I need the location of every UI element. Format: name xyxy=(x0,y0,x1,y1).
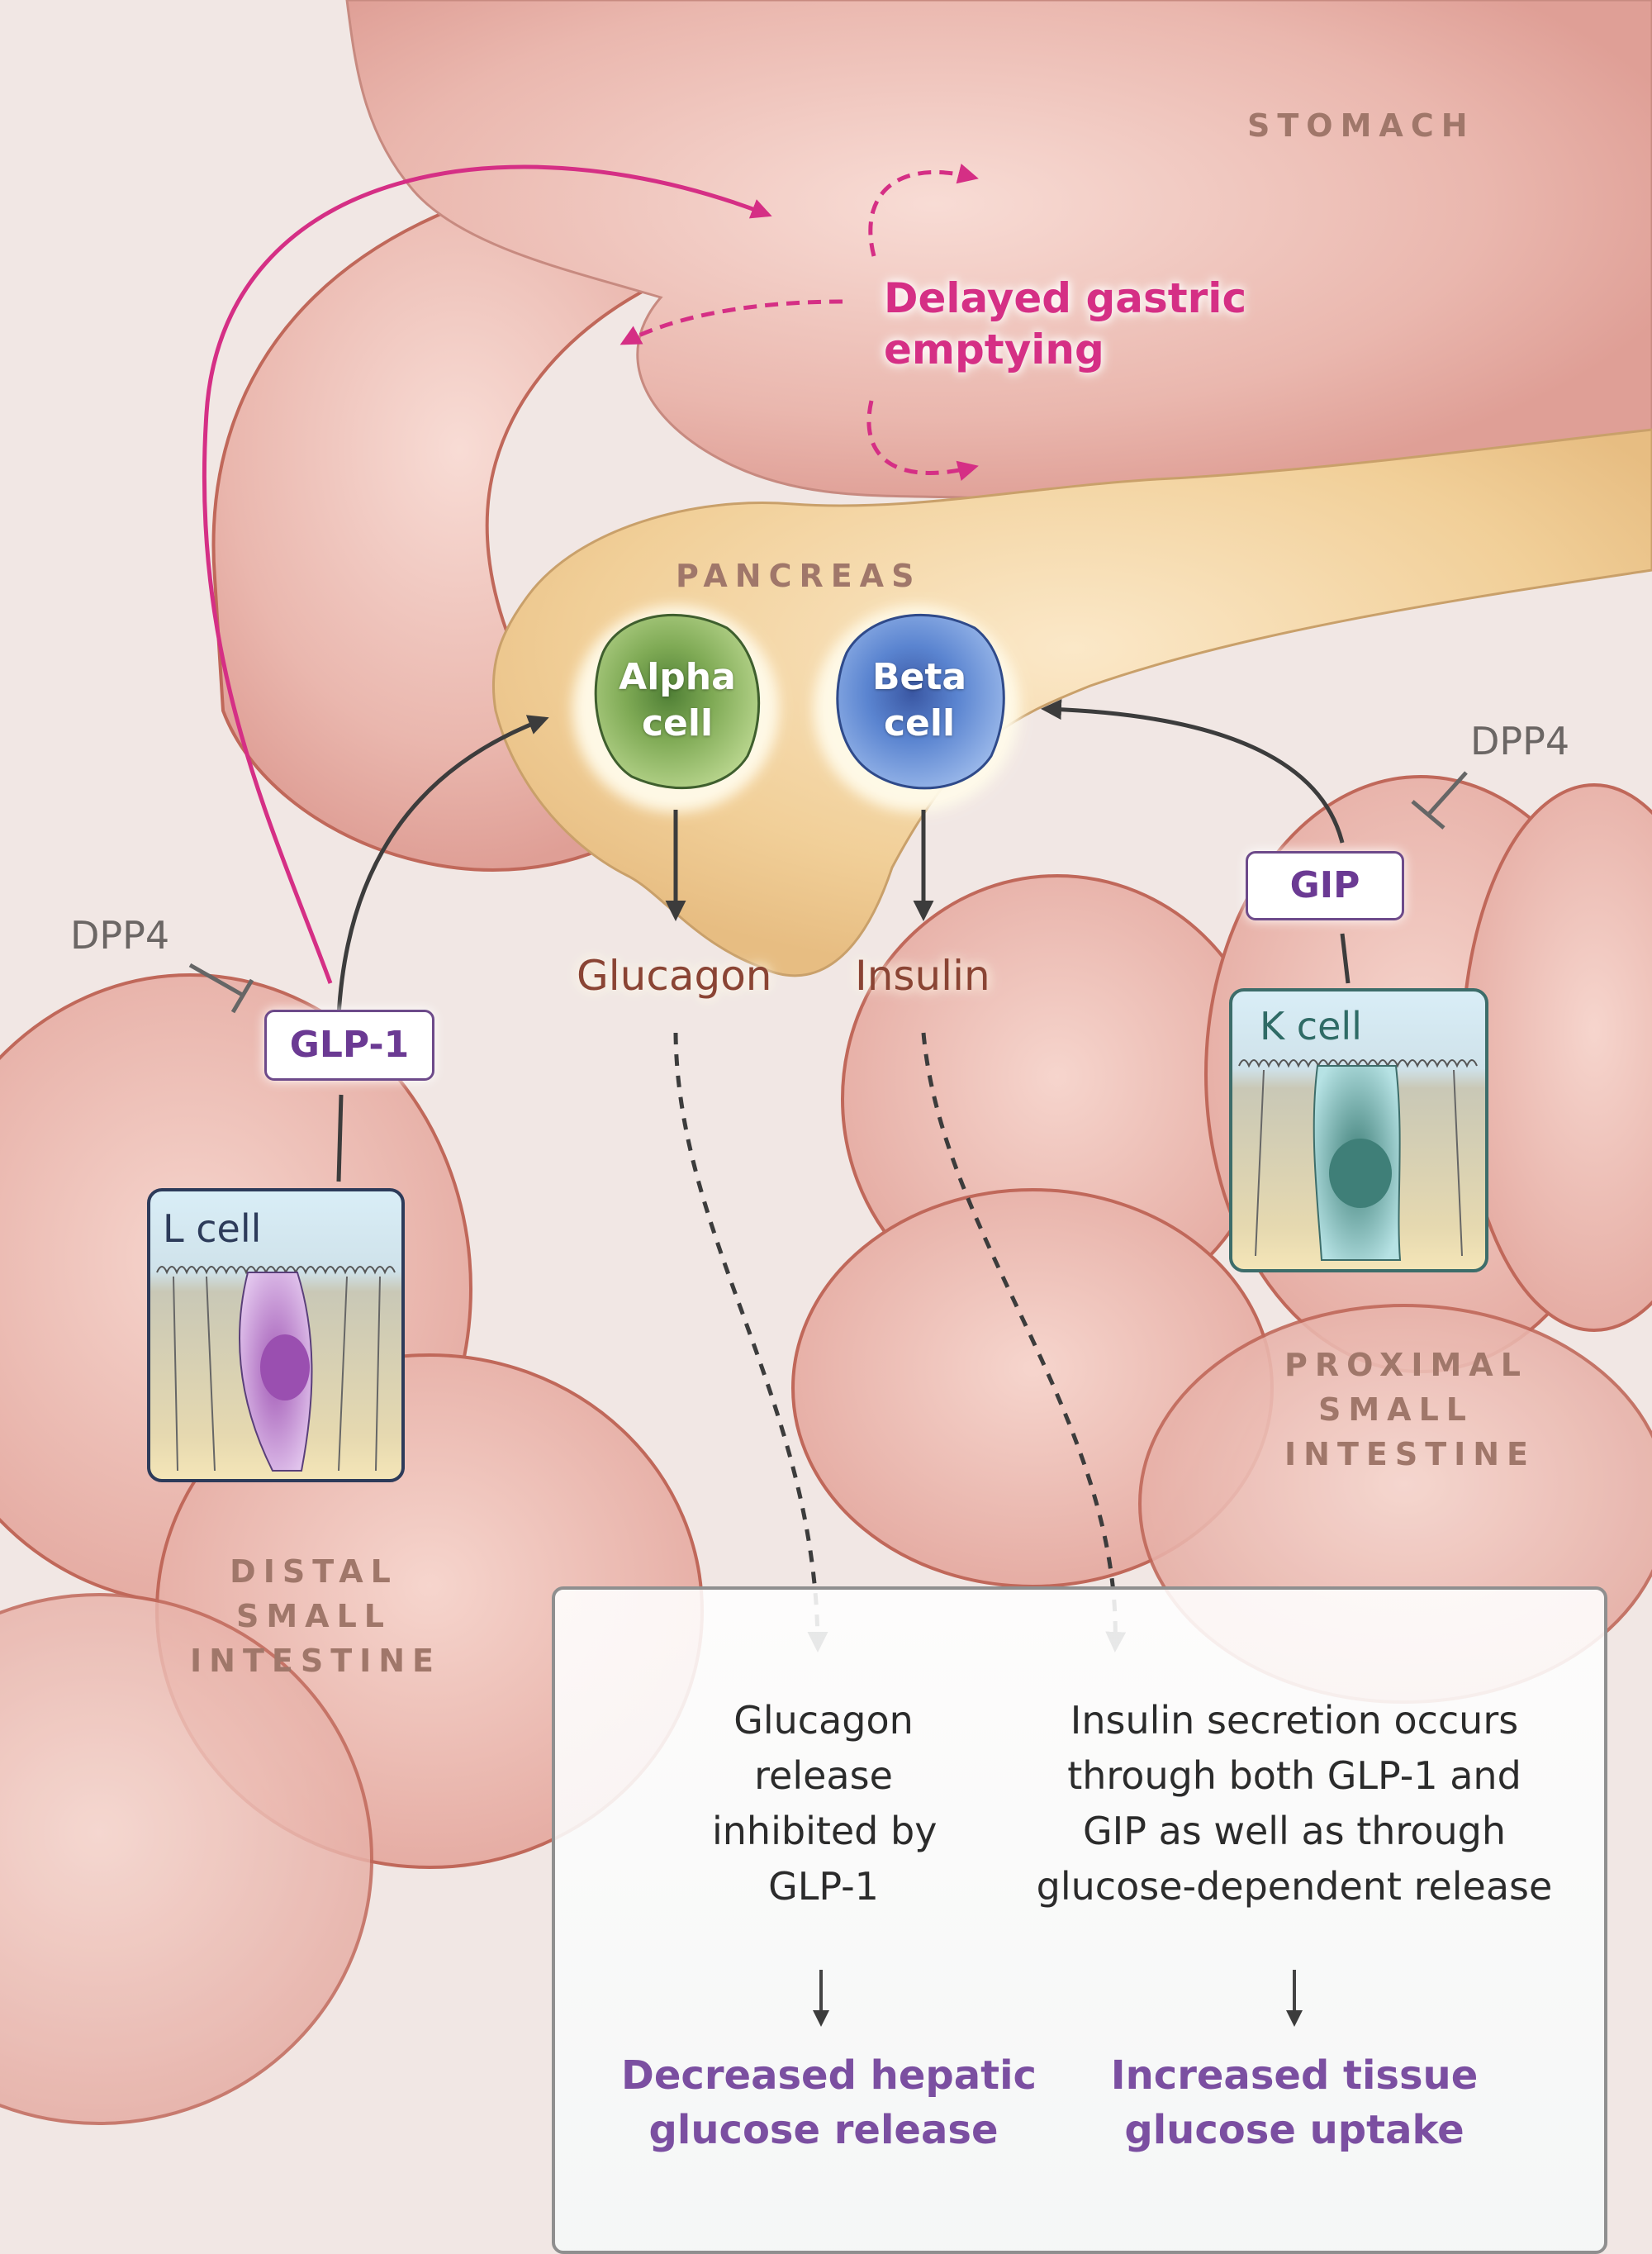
beta-cell-label: Beta cell xyxy=(871,656,967,744)
pancreas-label: PANCREAS xyxy=(676,558,922,594)
stomach-label: STOMACH xyxy=(1247,107,1475,144)
glucagon-effect-text: Glucagon release inhibited by GLP-1 xyxy=(712,1698,938,1909)
alpha-cell-label: Alpha cell xyxy=(619,656,736,744)
insulin-to-panel-arrow xyxy=(921,1032,1127,1652)
increased-tissue-glucose-uptake: Increased tissue glucose uptake xyxy=(1110,2052,1479,2153)
insulin-label: Insulin xyxy=(855,952,990,1000)
dpp4-left-label: DPP4 xyxy=(70,913,170,958)
gip-tag: GIP xyxy=(1246,851,1404,920)
decreased-hepatic-glucose-release: Decreased hepatic glucose release xyxy=(621,2052,1037,2153)
dpp4-right-inhibitor xyxy=(1411,771,1468,830)
glucagon-label: Glucagon xyxy=(577,952,772,1000)
duodenum xyxy=(211,167,762,872)
proximal-small-intestine-label: PROXIMAL SMALL INTESTINE xyxy=(1284,1347,1536,1472)
alpha-cell xyxy=(594,613,761,790)
gastric-arrow-down xyxy=(866,400,979,481)
beta-cell xyxy=(836,613,1005,790)
stomach-shape xyxy=(345,0,1652,511)
kcell-to-gip-line xyxy=(1340,933,1351,984)
gastric-arrow-left xyxy=(620,299,843,345)
insulin-effect-text: Insulin secretion occurs through both GL… xyxy=(1036,1698,1553,1909)
pancreas-shape xyxy=(491,428,1652,977)
summary-panel: Glucagon release inhibited by GLP-1 Insu… xyxy=(552,1586,1607,2254)
k-cell-illustration xyxy=(1229,988,1488,1272)
glucagon-to-panel-arrow xyxy=(673,1032,828,1652)
k-cell-label: K cell xyxy=(1260,1004,1362,1049)
lcell-to-glp1-line xyxy=(336,1094,344,1182)
dpp4-right-label: DPP4 xyxy=(1470,719,1570,763)
gip-to-beta-arrow xyxy=(1041,699,1345,844)
glp1-to-stomach-arrow xyxy=(202,164,772,984)
gastric-arrow-up xyxy=(868,164,979,257)
glp1-to-alpha-arrow xyxy=(336,715,549,1017)
l-cell-illustration xyxy=(147,1188,405,1482)
l-cell-label: L cell xyxy=(163,1206,262,1251)
distal-small-intestine-label: DISTAL SMALL INTESTINE xyxy=(190,1553,442,1679)
panel-arrows xyxy=(813,1970,1303,2027)
glp1-tag: GLP-1 xyxy=(264,1010,434,1081)
dpp4-left-inhibitor xyxy=(188,963,254,1014)
delayed-gastric-emptying-label: Delayed gastric emptying xyxy=(884,274,1247,373)
